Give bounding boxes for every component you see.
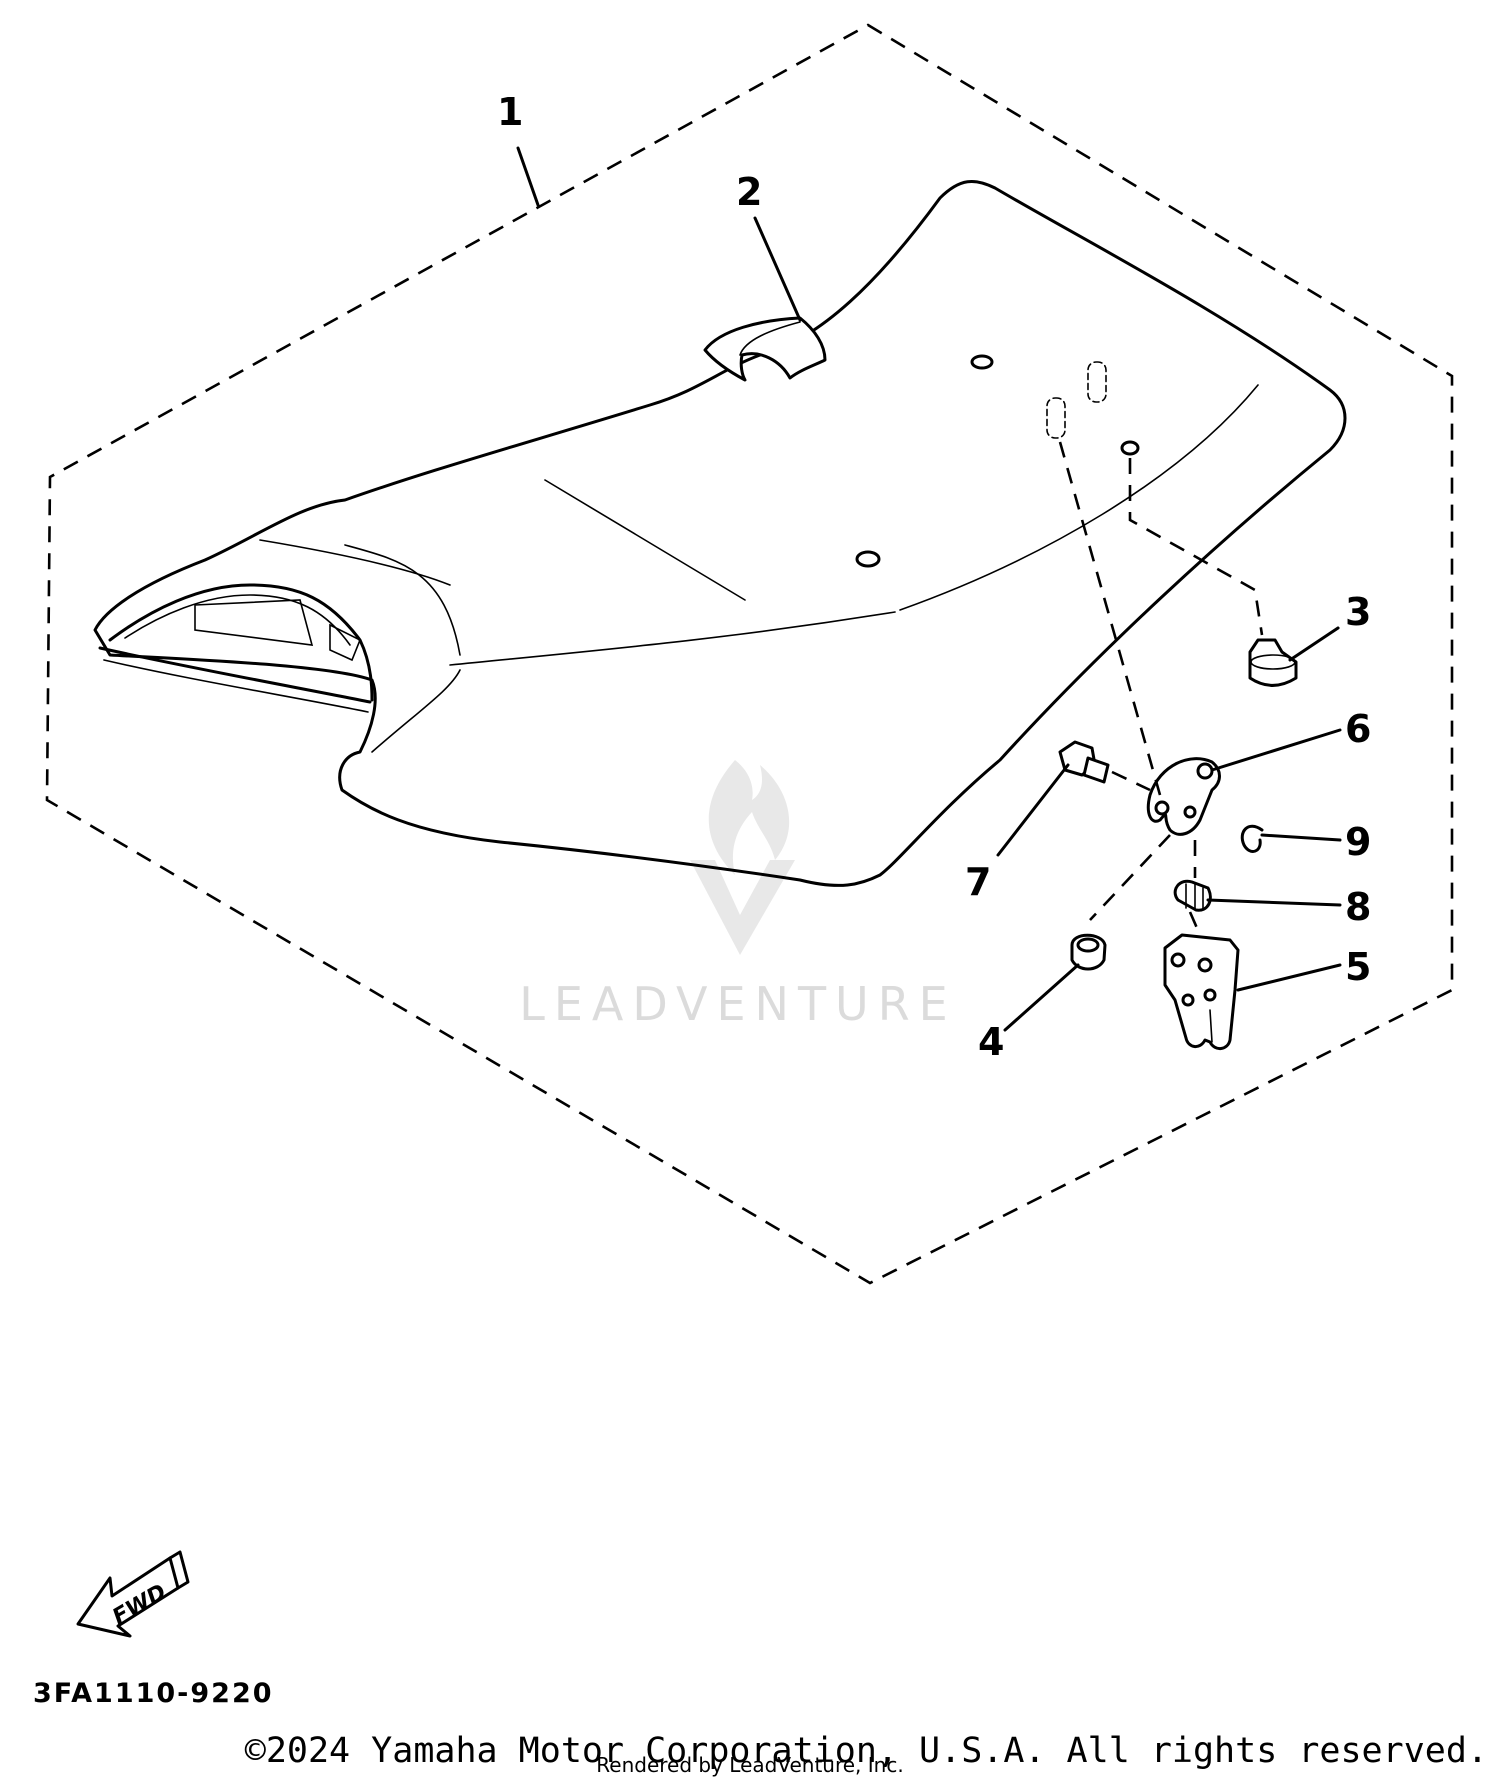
callout-9: 9 (1345, 820, 1371, 864)
seat-assembly (93, 179, 1347, 887)
part-6-bracket (1146, 757, 1221, 836)
leadventure-watermark: LEADVENTURE (519, 760, 957, 1031)
part-9-clip (1240, 824, 1264, 853)
callout-3: 3 (1345, 590, 1371, 634)
callout-6: 6 (1345, 707, 1371, 751)
part-8-spring (1173, 879, 1212, 912)
part-5-latch (1163, 933, 1240, 1050)
callout-5: 5 (1345, 945, 1371, 989)
callout-2: 2 (736, 170, 762, 214)
part-2-band (703, 316, 827, 382)
rendered-by-notice: Rendered by LeadVenture, Inc. (596, 1753, 903, 1777)
assembly-boundary (45, 23, 1454, 1285)
fwd-arrow-icon: FWD (76, 1550, 190, 1638)
part-3-bumper (1248, 638, 1298, 687)
copyright-notice: ©2024 Yamaha Motor Corporation, U.S.A. A… (245, 1731, 1488, 1771)
watermark-text: LEADVENTURE (519, 977, 957, 1031)
diagram-code: 3FA1110-9220 (33, 1678, 274, 1709)
callout-7: 7 (965, 860, 991, 904)
assembly-guides (1058, 441, 1264, 936)
callout-8: 8 (1345, 885, 1371, 929)
callout-1: 1 (497, 90, 523, 134)
leader-lines (516, 146, 1342, 1032)
fwd-label: FWD (109, 1580, 171, 1630)
part-7-screw (1058, 740, 1110, 784)
callout-4: 4 (978, 1020, 1004, 1064)
